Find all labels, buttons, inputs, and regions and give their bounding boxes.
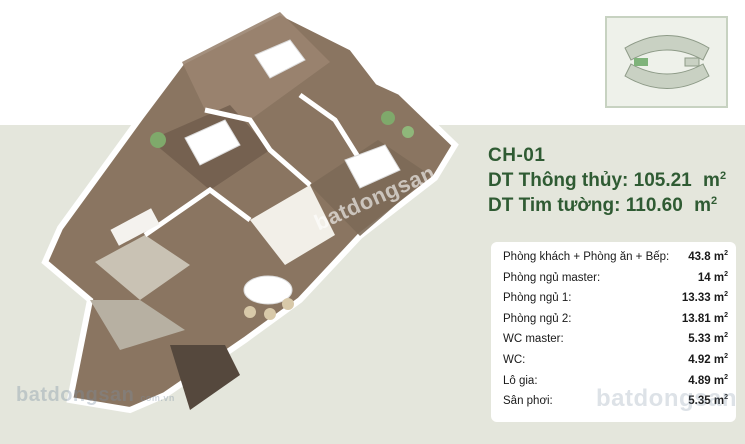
watermark-logo: batdongsan com.vn [16, 384, 175, 406]
room-row: Sân phơi: 5.35 m2 [503, 394, 728, 415]
room-name: Phòng ngủ 2: [503, 312, 572, 325]
room-row: Phòng ngủ 1: 13.33 m2 [503, 291, 728, 312]
room-name: Phòng ngủ master: [503, 271, 601, 284]
room-area: 14 m2 [697, 270, 728, 284]
net-area-line: DT Thông thủy: 105.21 m2 [488, 170, 726, 192]
room-area: 5.35 m2 [688, 394, 728, 408]
building-key-plan-image [624, 35, 710, 89]
room-area: 4.92 m2 [688, 352, 728, 366]
room-area: 5.33 m2 [688, 332, 728, 346]
room-area-table: Phòng khách + Phòng ăn + Bếp: 43.8 m2 Ph… [491, 242, 736, 422]
gross-area-line: DT Tim tường: 110.60 m2 [488, 195, 717, 217]
room-row: WC: 4.92 m2 [503, 353, 728, 374]
room-name: WC master: [503, 333, 564, 346]
room-area: 4.89 m2 [688, 373, 728, 387]
room-row: Phòng khách + Phòng ăn + Bếp: 43.8 m2 [503, 250, 728, 271]
gross-area-label: DT Tim tường: [488, 195, 621, 216]
room-name: Phòng ngủ 1: [503, 292, 572, 305]
unit-code: CH-01 [488, 145, 546, 166]
room-row: Phòng ngủ 2: 13.81 m2 [503, 312, 728, 333]
room-name: Sân phơi: [503, 395, 553, 408]
room-name: WC: [503, 353, 526, 366]
room-area: 13.33 m2 [681, 291, 728, 305]
net-area-value: 105.21 [633, 170, 692, 191]
floor-plan-illustration [45, 12, 455, 410]
room-area: 43.8 m2 [688, 250, 728, 263]
room-row: Lô gia: 4.89 m2 [503, 374, 728, 395]
net-area-unit: m2 [703, 170, 727, 191]
room-area: 13.81 m2 [681, 311, 728, 325]
room-row: WC master: 5.33 m2 [503, 332, 728, 353]
gross-area-unit: m2 [694, 195, 718, 216]
net-area-label: DT Thông thủy: [488, 170, 629, 191]
room-name: Lô gia: [503, 374, 538, 387]
key-plan-thumbnail [605, 16, 728, 108]
gross-area-value: 110.60 [625, 195, 683, 216]
watermark-logo: batdongsan [596, 385, 737, 412]
room-row: Phòng ngủ master: 14 m2 [503, 271, 728, 292]
room-name: Phòng khách + Phòng ăn + Bếp: [503, 251, 670, 263]
